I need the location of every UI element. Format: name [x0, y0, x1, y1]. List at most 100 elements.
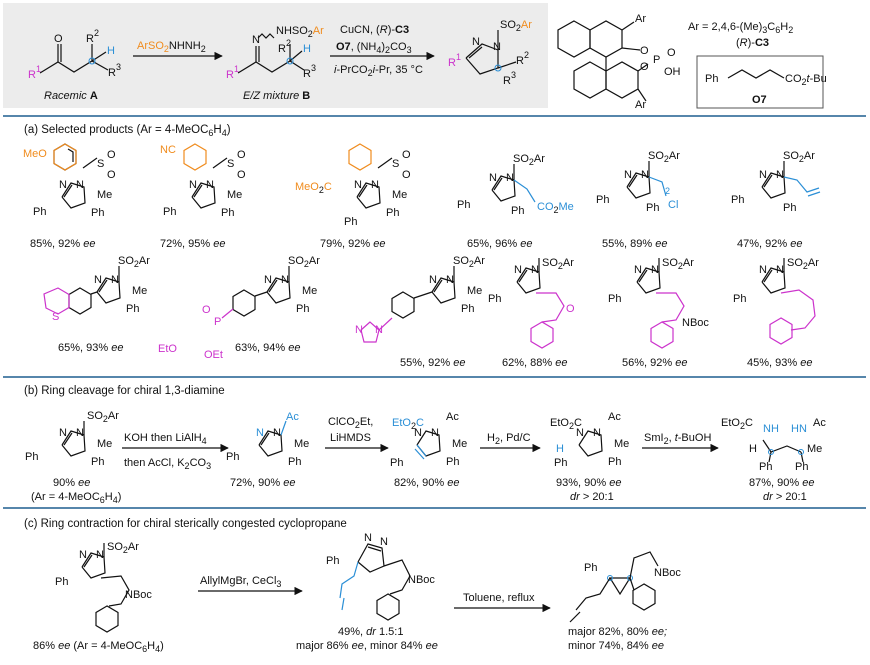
condition-line-1: CuCN, (R)-C3 — [340, 24, 409, 36]
o7-ester: CO2t-Bu — [785, 73, 827, 87]
b3p-h: H — [556, 443, 564, 455]
a6-yield: 47%, 92% ee — [737, 238, 802, 250]
c-step1: AllylMgBr, CeCl3 — [200, 575, 281, 589]
section-b-title: (b) Ring cleavage for chiral 1,3-diamine — [24, 385, 225, 397]
b-product-3: EtO2C Ac N N H Me Ph Ph 93%, 90% ee dr >… — [550, 411, 629, 503]
product-b1: SO2Ar N N Me Ph S 65%, 93% ee — [43, 255, 150, 354]
b2-ph: Ph — [296, 303, 309, 315]
a5-ph-left: Ph — [596, 194, 609, 206]
b2p-yield: 82%, 90% ee — [394, 477, 459, 489]
bs-so2ar: SO2Ar — [87, 410, 119, 424]
hydrazone-n: N — [252, 34, 260, 46]
o7-box: Ph CO2t-Bu O7 — [696, 55, 827, 109]
product-so2ar: SO2Ar — [500, 19, 532, 33]
a5-n2: N — [641, 169, 649, 181]
a3-o2: O — [402, 169, 411, 181]
b1p-n2: N — [273, 427, 281, 439]
a2-ph-right: Ph — [221, 207, 234, 219]
a3-yield: 79%, 92% ee — [320, 238, 385, 250]
bs-me: Me — [97, 438, 112, 450]
b3p-ph-right: Ph — [608, 456, 621, 468]
a1-ph-left: Ph — [33, 206, 46, 218]
b3p-dr: dr > 20:1 — [570, 491, 614, 503]
a6-ph-left: Ph — [731, 194, 744, 206]
a3-n1: N — [354, 179, 362, 191]
b3p-yield: 93%, 90% ee — [556, 477, 621, 489]
ci-yield-2: major 86% ee, minor 84% ee — [296, 640, 438, 652]
condition-line-3: i-PrCO2i-Pr, 35 °C — [334, 64, 423, 78]
b4p-ester: EtO2C — [721, 417, 753, 431]
b-step2-line1: ClCO2Et, — [328, 416, 373, 430]
b1-s: S — [52, 311, 59, 323]
atom-r1: R — [28, 69, 36, 81]
b-arrow-4: SmI2, t-BuOH — [642, 432, 719, 453]
atom-r2-sup: 2 — [94, 28, 99, 38]
bs-yield: 90% ee — [53, 477, 90, 489]
product-pyrazoline: N N SO2Ar R 1 R 2 R 3 — [448, 19, 532, 87]
a2-o2: O — [237, 169, 246, 181]
c-arrow-2: Toluene, reflux — [454, 592, 551, 613]
section-c-title: (c) Ring contraction for chiral sterical… — [24, 518, 347, 530]
a4-ph-left: Ph — [457, 199, 470, 211]
b1p-ph-left: Ph — [226, 451, 239, 463]
b2-me: Me — [302, 285, 317, 297]
a4-ph-right: Ph — [511, 205, 524, 217]
substrate-a: O R 1 R 2 H R 3 Racemic A — [28, 28, 121, 102]
a2-substituent: NC — [160, 144, 176, 156]
catalyst-o2: O — [640, 61, 649, 73]
header-background — [3, 3, 548, 108]
c-product: Ph NBoc major 82%, 80% ee; minor 74%, 84… — [568, 551, 681, 652]
product-r1-sup: 1 — [456, 52, 461, 62]
a4-yield: 65%, 96% ee — [467, 238, 532, 250]
b2-n2: N — [281, 274, 289, 286]
b1-me: Me — [132, 285, 147, 297]
a2-yield: 72%, 95% ee — [160, 238, 225, 250]
section-a-title: (a) Selected products (Ar = 4-MeOC6H4) — [24, 124, 231, 138]
b1-n1: N — [94, 274, 102, 286]
cp-nboc: NBoc — [654, 567, 681, 579]
a4-n1: N — [489, 172, 497, 184]
b3-so2ar: SO2Ar — [453, 255, 485, 269]
catalyst-ar-top: Ar — [635, 13, 646, 25]
a5-n1: N — [624, 169, 632, 181]
arrow-1: ArSO2NHNH2 — [133, 40, 223, 61]
product-r1: R — [448, 57, 456, 69]
cp-yield-2: minor 74%, 84% ee — [568, 640, 664, 652]
c-step2: Toluene, reflux — [463, 592, 535, 604]
b2-n1: N — [264, 274, 272, 286]
a3-o1: O — [402, 149, 411, 161]
bs-ar: (Ar = 4-MeOC6H4) — [31, 491, 121, 505]
a2-me: Me — [227, 189, 242, 201]
catalyst-o1: O — [640, 45, 649, 57]
b6-n1: N — [759, 264, 767, 276]
cs-ph: Ph — [55, 576, 68, 588]
hydrazone-r2-sup: 2 — [286, 38, 291, 48]
b5-so2ar: SO2Ar — [662, 257, 694, 271]
hydrazone-r2: R — [278, 43, 286, 55]
b4p-ph-right: Ph — [795, 461, 808, 473]
b-step4: SmI2, t-BuOH — [644, 432, 711, 446]
cs-nboc: NBoc — [125, 589, 152, 601]
b2-so2ar: SO2Ar — [288, 255, 320, 269]
a4-n2: N — [506, 172, 514, 184]
b4-o: O — [566, 303, 575, 315]
product-a4: SO2Ar N N CO2Me Ph Ph 65%, 96% ee — [457, 153, 574, 250]
product-b2: SO2Ar N N Me Ph P O EtO OEt 63%, 94% ee — [158, 255, 320, 361]
catalyst-o3: O — [667, 47, 676, 59]
b3p-ac: Ac — [608, 411, 621, 423]
a6-ph-right: Ph — [783, 202, 796, 214]
b1-so2ar: SO2Ar — [118, 255, 150, 269]
b4p-hn: HN — [791, 423, 807, 435]
b2p-n1: N — [414, 427, 422, 439]
a6-n1: N — [759, 169, 767, 181]
product-a1: MeO S O O N N Me Ph Ph 85%, 92% ee — [23, 143, 116, 250]
product-a2: NC S O O N N Me Ph Ph 72%, 95% ee — [160, 143, 246, 250]
a2-o1: O — [237, 149, 246, 161]
b3p-ester: EtO2C — [550, 417, 582, 431]
b4p-nh: NH — [763, 423, 779, 435]
b1p-n1: N — [256, 427, 264, 439]
a3-me: Me — [392, 189, 407, 201]
b-product-2: EtO2C Ac N N Me Ph Ph 82%, 90% ee — [390, 411, 467, 489]
substrate-label: Racemic A — [44, 90, 98, 102]
